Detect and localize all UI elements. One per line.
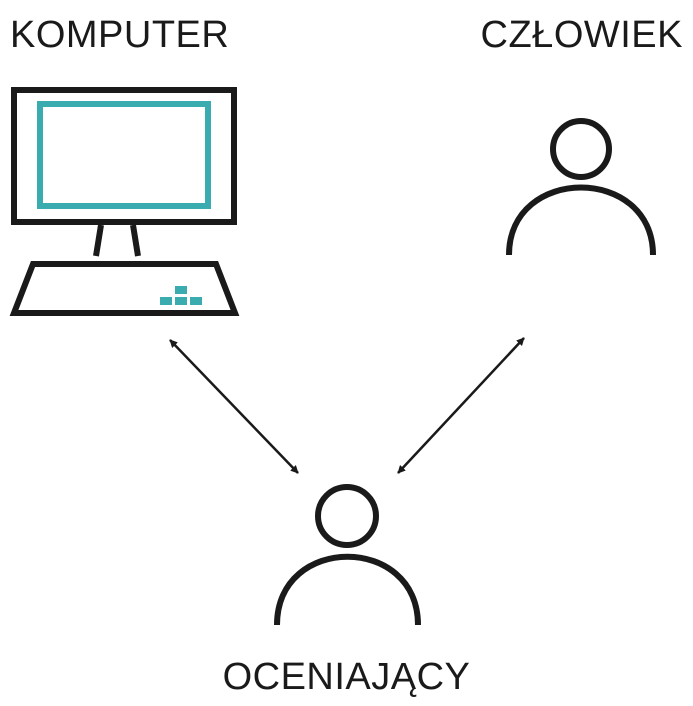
monitor-screen xyxy=(37,101,211,209)
monitor-stand-right xyxy=(130,224,141,257)
person-icon xyxy=(506,118,656,256)
judge-head xyxy=(315,484,379,548)
person-icon xyxy=(274,484,421,626)
human-label: CZŁOWIEK xyxy=(480,14,683,56)
person-head xyxy=(550,118,612,180)
keyboard-key xyxy=(160,297,172,305)
keyboard-key xyxy=(175,286,187,294)
arrow-computer-judge xyxy=(169,339,299,474)
judge-body xyxy=(274,553,421,626)
computer-label: KOMPUTER xyxy=(10,14,230,56)
desktop-computer-icon xyxy=(9,87,240,316)
judge-label: OCENIAJĄCY xyxy=(222,656,471,698)
arrow-human-judge xyxy=(397,337,525,474)
keyboard xyxy=(9,261,240,316)
monitor-stand-left xyxy=(93,224,104,257)
monitor-frame xyxy=(11,87,237,225)
keyboard-key xyxy=(175,297,187,305)
person-body xyxy=(506,184,656,256)
keyboard-key xyxy=(190,297,202,305)
